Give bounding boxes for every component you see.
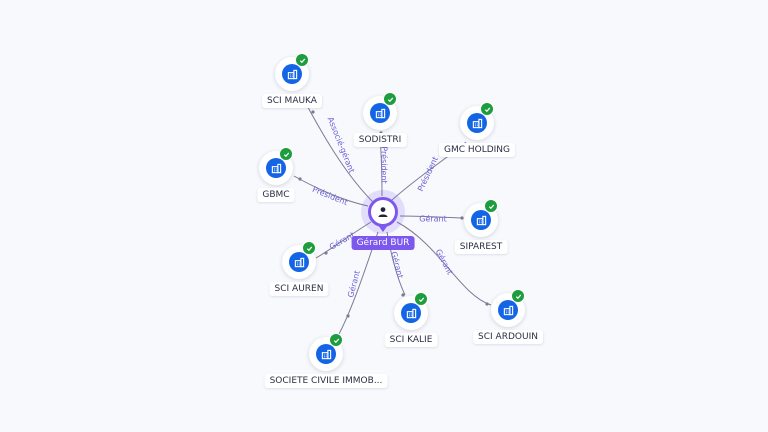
company-badge xyxy=(401,303,421,323)
company-node-gmc-holding[interactable]: GMC HOLDING xyxy=(438,102,516,157)
edge-arrow-sci-mauka xyxy=(311,110,315,114)
company-avatar[interactable] xyxy=(259,147,293,185)
edge-label-sci-kalie: Gérant xyxy=(389,250,406,279)
check-icon xyxy=(306,246,312,251)
company-badge xyxy=(471,210,491,230)
company-badge xyxy=(316,344,336,364)
pin-tip xyxy=(378,225,388,232)
person-icon xyxy=(378,207,388,217)
company-label[interactable]: SCI AUREN xyxy=(269,282,329,296)
building-icon xyxy=(476,215,486,225)
company-avatar[interactable] xyxy=(309,333,343,371)
check-icon xyxy=(283,152,289,157)
company-avatar[interactable] xyxy=(460,102,494,140)
company-badge xyxy=(467,113,487,133)
edge-label-sci-ardouin: Gérant xyxy=(434,247,456,276)
center-person-label[interactable]: Gérard BUR xyxy=(351,236,415,250)
edge-arrow-gbmc xyxy=(298,177,302,181)
building-icon xyxy=(321,349,331,359)
edge-label-gbmc: Président xyxy=(311,184,349,207)
company-label[interactable]: GBMC xyxy=(257,188,295,202)
edge-arrow-sci-auren xyxy=(324,251,328,255)
building-icon xyxy=(406,308,416,318)
company-label[interactable]: SOCIETE CIVILE IMMOB... xyxy=(264,374,388,388)
company-badge xyxy=(289,252,309,272)
edge-label-gmc-holding: Président xyxy=(415,155,440,193)
company-avatar[interactable] xyxy=(394,292,428,330)
company-badge xyxy=(282,64,302,84)
center-pin[interactable] xyxy=(368,197,398,227)
building-icon xyxy=(287,69,297,79)
verified-badge xyxy=(383,92,397,106)
company-node-gbmc[interactable]: GBMC xyxy=(257,147,295,202)
check-icon xyxy=(484,107,490,112)
company-avatar[interactable] xyxy=(464,199,498,237)
company-node-sci-ardouin[interactable]: SCI ARDOUIN xyxy=(473,289,543,344)
company-avatar[interactable] xyxy=(275,53,309,91)
edge-label-siparest: Gérant xyxy=(419,214,447,224)
company-node-sci-mauka[interactable]: SCI MAUKA xyxy=(262,53,322,108)
building-icon xyxy=(271,163,281,173)
check-icon xyxy=(515,294,521,299)
edge-label-sodistri: Président xyxy=(380,146,390,183)
check-icon xyxy=(333,338,339,343)
verified-badge xyxy=(414,292,428,306)
verified-badge xyxy=(329,333,343,347)
company-avatar[interactable] xyxy=(282,241,316,279)
company-badge xyxy=(498,300,518,320)
company-node-sci-auren[interactable]: SCI AUREN xyxy=(269,241,329,296)
company-node-societe-civile-immob[interactable]: SOCIETE CIVILE IMMOB... xyxy=(264,333,388,388)
verified-badge xyxy=(511,289,525,303)
edge-sci-auren xyxy=(315,221,372,259)
company-label[interactable]: SCI KALIE xyxy=(384,333,438,347)
verified-badge xyxy=(302,241,316,255)
company-label[interactable]: SODISTRI xyxy=(353,133,407,147)
edge-sci-ardouin xyxy=(396,221,492,306)
company-badge xyxy=(370,103,390,123)
check-icon xyxy=(387,97,393,102)
edge-label-societe-civile-immob: Gérant xyxy=(345,269,362,298)
edge-label-sci-mauka: Associé-gérant xyxy=(326,115,358,174)
edge-arrow-societe-civile-immob xyxy=(346,314,350,318)
verified-badge xyxy=(295,53,309,67)
verified-badge xyxy=(484,199,498,213)
building-icon xyxy=(503,305,513,315)
company-avatar[interactable] xyxy=(363,92,397,130)
verified-badge xyxy=(279,147,293,161)
building-icon xyxy=(375,108,385,118)
company-node-sci-kalie[interactable]: SCI KALIE xyxy=(384,292,438,347)
company-node-siparest[interactable]: SIPAREST xyxy=(454,199,508,254)
edge-arrow-sci-kalie xyxy=(401,293,405,297)
company-badge xyxy=(266,158,286,178)
edge-arrow-sci-ardouin xyxy=(485,302,489,306)
company-avatar[interactable] xyxy=(491,289,525,327)
company-node-sodistri[interactable]: SODISTRI xyxy=(353,92,407,147)
company-label[interactable]: GMC HOLDING xyxy=(438,143,516,157)
check-icon xyxy=(488,204,494,209)
building-icon xyxy=(294,257,304,267)
company-label[interactable]: SIPAREST xyxy=(454,240,508,254)
building-icon xyxy=(472,118,482,128)
company-label[interactable]: SCI ARDOUIN xyxy=(473,330,543,344)
edge-sci-mauka xyxy=(302,97,376,205)
company-label[interactable]: SCI MAUKA xyxy=(262,94,322,108)
center-person-node[interactable]: Gérard BUR xyxy=(351,190,415,250)
edge-arrow-siparest xyxy=(460,216,464,220)
check-icon xyxy=(418,297,424,302)
edge-siparest xyxy=(399,215,464,219)
check-icon xyxy=(299,58,305,63)
verified-badge xyxy=(480,102,494,116)
